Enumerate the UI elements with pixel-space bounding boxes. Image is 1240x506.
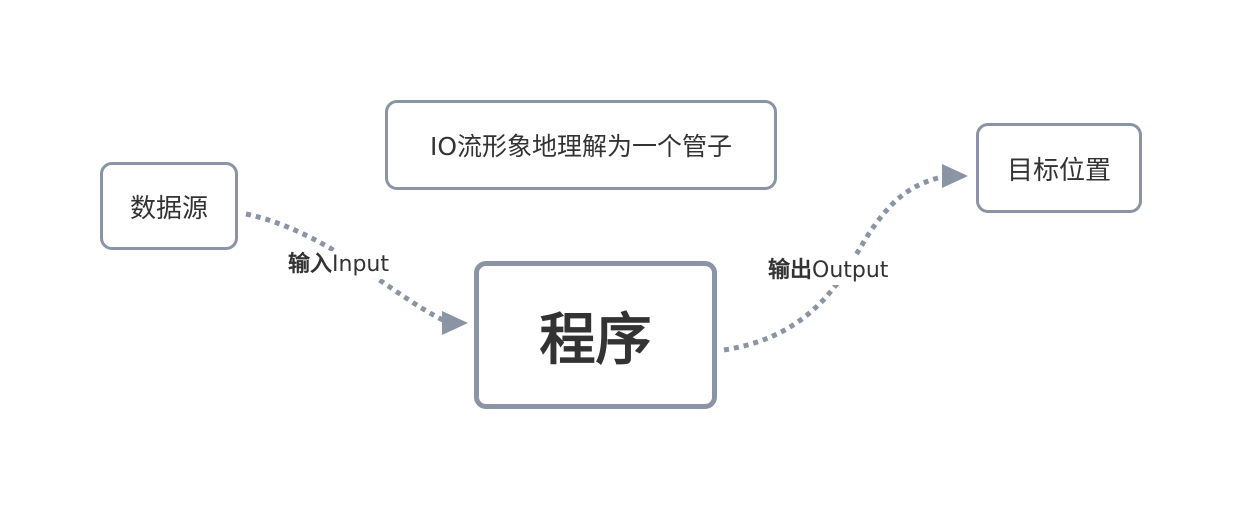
program-node-label: 程序 [539, 307, 652, 373]
source-node: 数据源 [100, 162, 238, 250]
input-arrowhead [442, 311, 468, 335]
target-node-label: 目标位置 [1006, 155, 1111, 186]
output-edge-label-bold: 输出 [768, 258, 813, 283]
output-arrowhead [942, 164, 968, 188]
source-node-label: 数据源 [129, 193, 208, 224]
note-node-label: IO流形象地理解为一个管子 [429, 132, 733, 161]
output-edge-label: 输出Output [768, 257, 889, 285]
target-node: 目标位置 [976, 123, 1142, 213]
output-connector [723, 173, 947, 353]
program-node: 程序 [474, 261, 717, 409]
note-node: IO流形象地理解为一个管子 [385, 100, 777, 190]
output-edge-label-text: Output [812, 258, 889, 283]
input-edge-label: 输入Input [288, 251, 389, 279]
input-edge-label-bold: 输入 [288, 252, 333, 277]
input-edge-label-text: Input [332, 252, 389, 277]
